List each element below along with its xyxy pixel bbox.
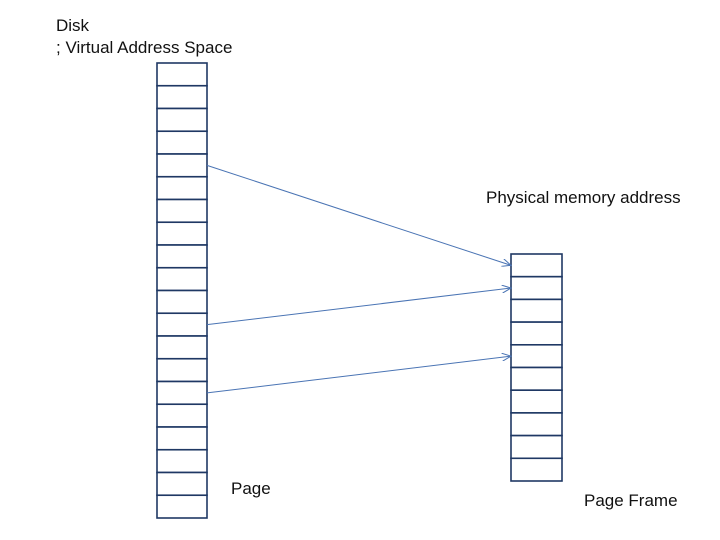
virtual-page-cell-6 (156, 198, 208, 224)
virtual-address-space-column (156, 62, 208, 519)
virtual-page-cell-14 (156, 380, 208, 406)
virtual-page-cell-9 (156, 266, 208, 292)
page-frame-cell-4 (510, 343, 563, 369)
mapping-arrow-0 (206, 164, 511, 265)
physical-memory-title: Physical memory address (486, 188, 681, 207)
page-label: Page (231, 479, 271, 498)
virtual-page-cell-4 (156, 153, 208, 178)
virtual-page-cell-5 (156, 175, 208, 201)
virtual-page-cell-15 (156, 403, 208, 428)
physical-memory-column (510, 253, 563, 482)
virtual-page-cell-19 (156, 494, 208, 519)
virtual-page-cell-16 (156, 426, 208, 451)
page-mapping-arrows (206, 164, 511, 394)
virtual-page-cell-7 (156, 221, 208, 246)
page-frame-cell-3 (510, 321, 563, 346)
virtual-page-cell-12 (156, 335, 208, 360)
page-frame-cell-9 (510, 457, 563, 482)
virtual-page-cell-17 (156, 448, 208, 474)
virtual-page-cell-0 (156, 62, 208, 87)
page-frame-cell-1 (510, 275, 563, 301)
virtual-page-cell-18 (156, 471, 208, 497)
mapping-arrow-2 (206, 356, 511, 394)
page-frame-cell-5 (510, 366, 563, 392)
virtual-page-cell-8 (156, 244, 208, 269)
virtual-address-space-label: ; Virtual Address Space (56, 38, 233, 57)
virtual-page-cell-1 (156, 84, 208, 110)
page-frame-cell-0 (510, 253, 563, 278)
page-frame-cell-6 (510, 389, 563, 414)
page-frame-cell-8 (510, 434, 563, 460)
page-frame-cell-7 (510, 412, 563, 437)
mapping-arrow-1 (206, 288, 511, 326)
virtual-page-cell-13 (156, 357, 208, 383)
virtual-page-cell-10 (156, 289, 208, 315)
page-frame-cell-2 (510, 298, 563, 323)
virtual-page-cell-3 (156, 130, 208, 155)
virtual-page-cell-11 (156, 312, 208, 337)
virtual-page-cell-2 (156, 107, 208, 133)
disk-title: Disk (56, 16, 90, 35)
page-frame-label: Page Frame (584, 491, 678, 510)
